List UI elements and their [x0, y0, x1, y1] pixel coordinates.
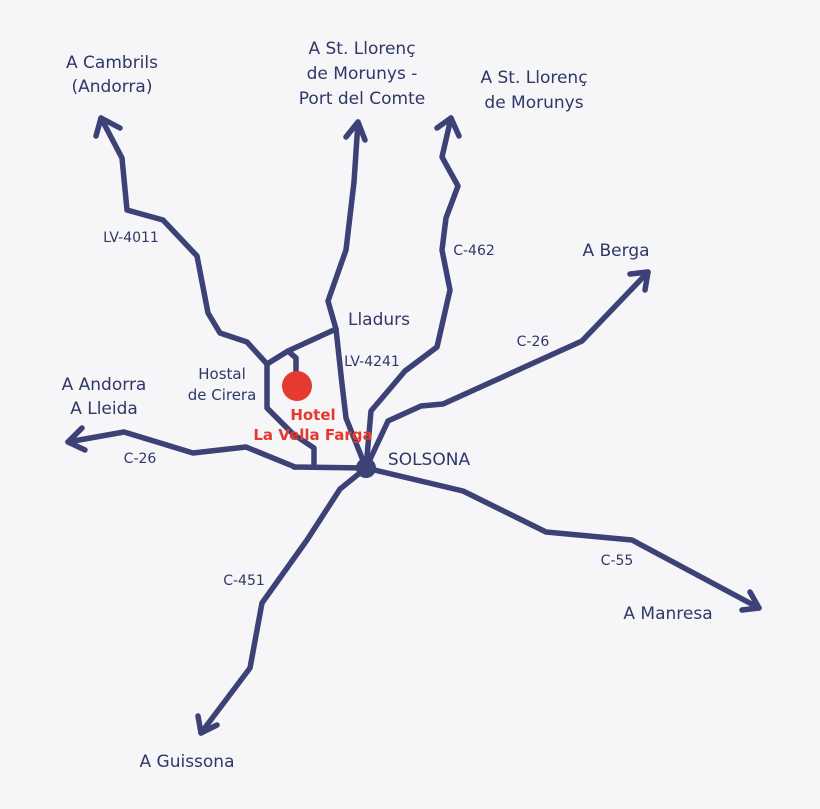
solsona-marker: [356, 458, 376, 478]
dest-andorra: A Andorra: [62, 375, 147, 395]
dest-lleida: A Lleida: [70, 399, 138, 419]
dest-manresa: A Manresa: [623, 604, 712, 624]
label-c451: C-451: [223, 573, 265, 589]
road-c55: [363, 465, 762, 611]
dest-cambrils-line2: (Andorra): [72, 77, 153, 97]
arrow-llorenc: [434, 115, 462, 139]
road-hostal-loop: [264, 361, 317, 470]
dest-cambrils-line1: A Cambrils: [66, 53, 158, 73]
arrow-manresa: [739, 589, 762, 613]
arrow-cambrils: [93, 115, 123, 139]
road-lv4011: [65, 429, 369, 471]
label-c462: C-462: [453, 243, 495, 259]
arrow-andorra-lleida: [65, 425, 88, 453]
label-lv4241: LV-4241: [344, 354, 400, 370]
label-c26-east: C-26: [517, 334, 550, 350]
arrow-guissona: [195, 713, 220, 736]
place-solsona: SOLSONA: [388, 450, 471, 470]
dest-guissona: A Guissona: [139, 752, 234, 772]
dest-llorenc-port-line1: A St. Llorenç: [308, 39, 415, 59]
road-lv4011-north: [98, 115, 270, 367]
arrow-berga: [627, 269, 651, 293]
label-lv4011: LV-4011: [103, 230, 159, 246]
place-hostal-line2: de Cirera: [188, 386, 257, 404]
dest-llorenc-port-line3: Port del Comte: [299, 89, 425, 109]
road-c451: [198, 465, 369, 736]
place-lladurs: Lladurs: [348, 310, 410, 330]
dest-berga: A Berga: [582, 241, 649, 261]
dest-llorenc-line1: A St. Llorenç: [480, 68, 587, 88]
hotel-label-line1[interactable]: Hotel: [290, 406, 335, 424]
label-c55: C-55: [601, 553, 634, 569]
road-c462: [363, 115, 461, 471]
road-hostal-connector: [264, 326, 339, 367]
place-hostal-line1: Hostal: [198, 365, 246, 383]
hotel-label-line2[interactable]: La Vella Farga: [253, 426, 372, 444]
dest-llorenc-port-line2: de Morunys -: [307, 64, 418, 84]
hotel-marker[interactable]: [282, 371, 312, 401]
road-lv4241: [325, 119, 369, 471]
dest-llorenc-line2: de Morunys: [484, 93, 583, 113]
label-c26-west: C-26: [124, 451, 157, 467]
road-c26-east: [363, 269, 651, 471]
arrow-llorenc-port: [343, 119, 368, 143]
